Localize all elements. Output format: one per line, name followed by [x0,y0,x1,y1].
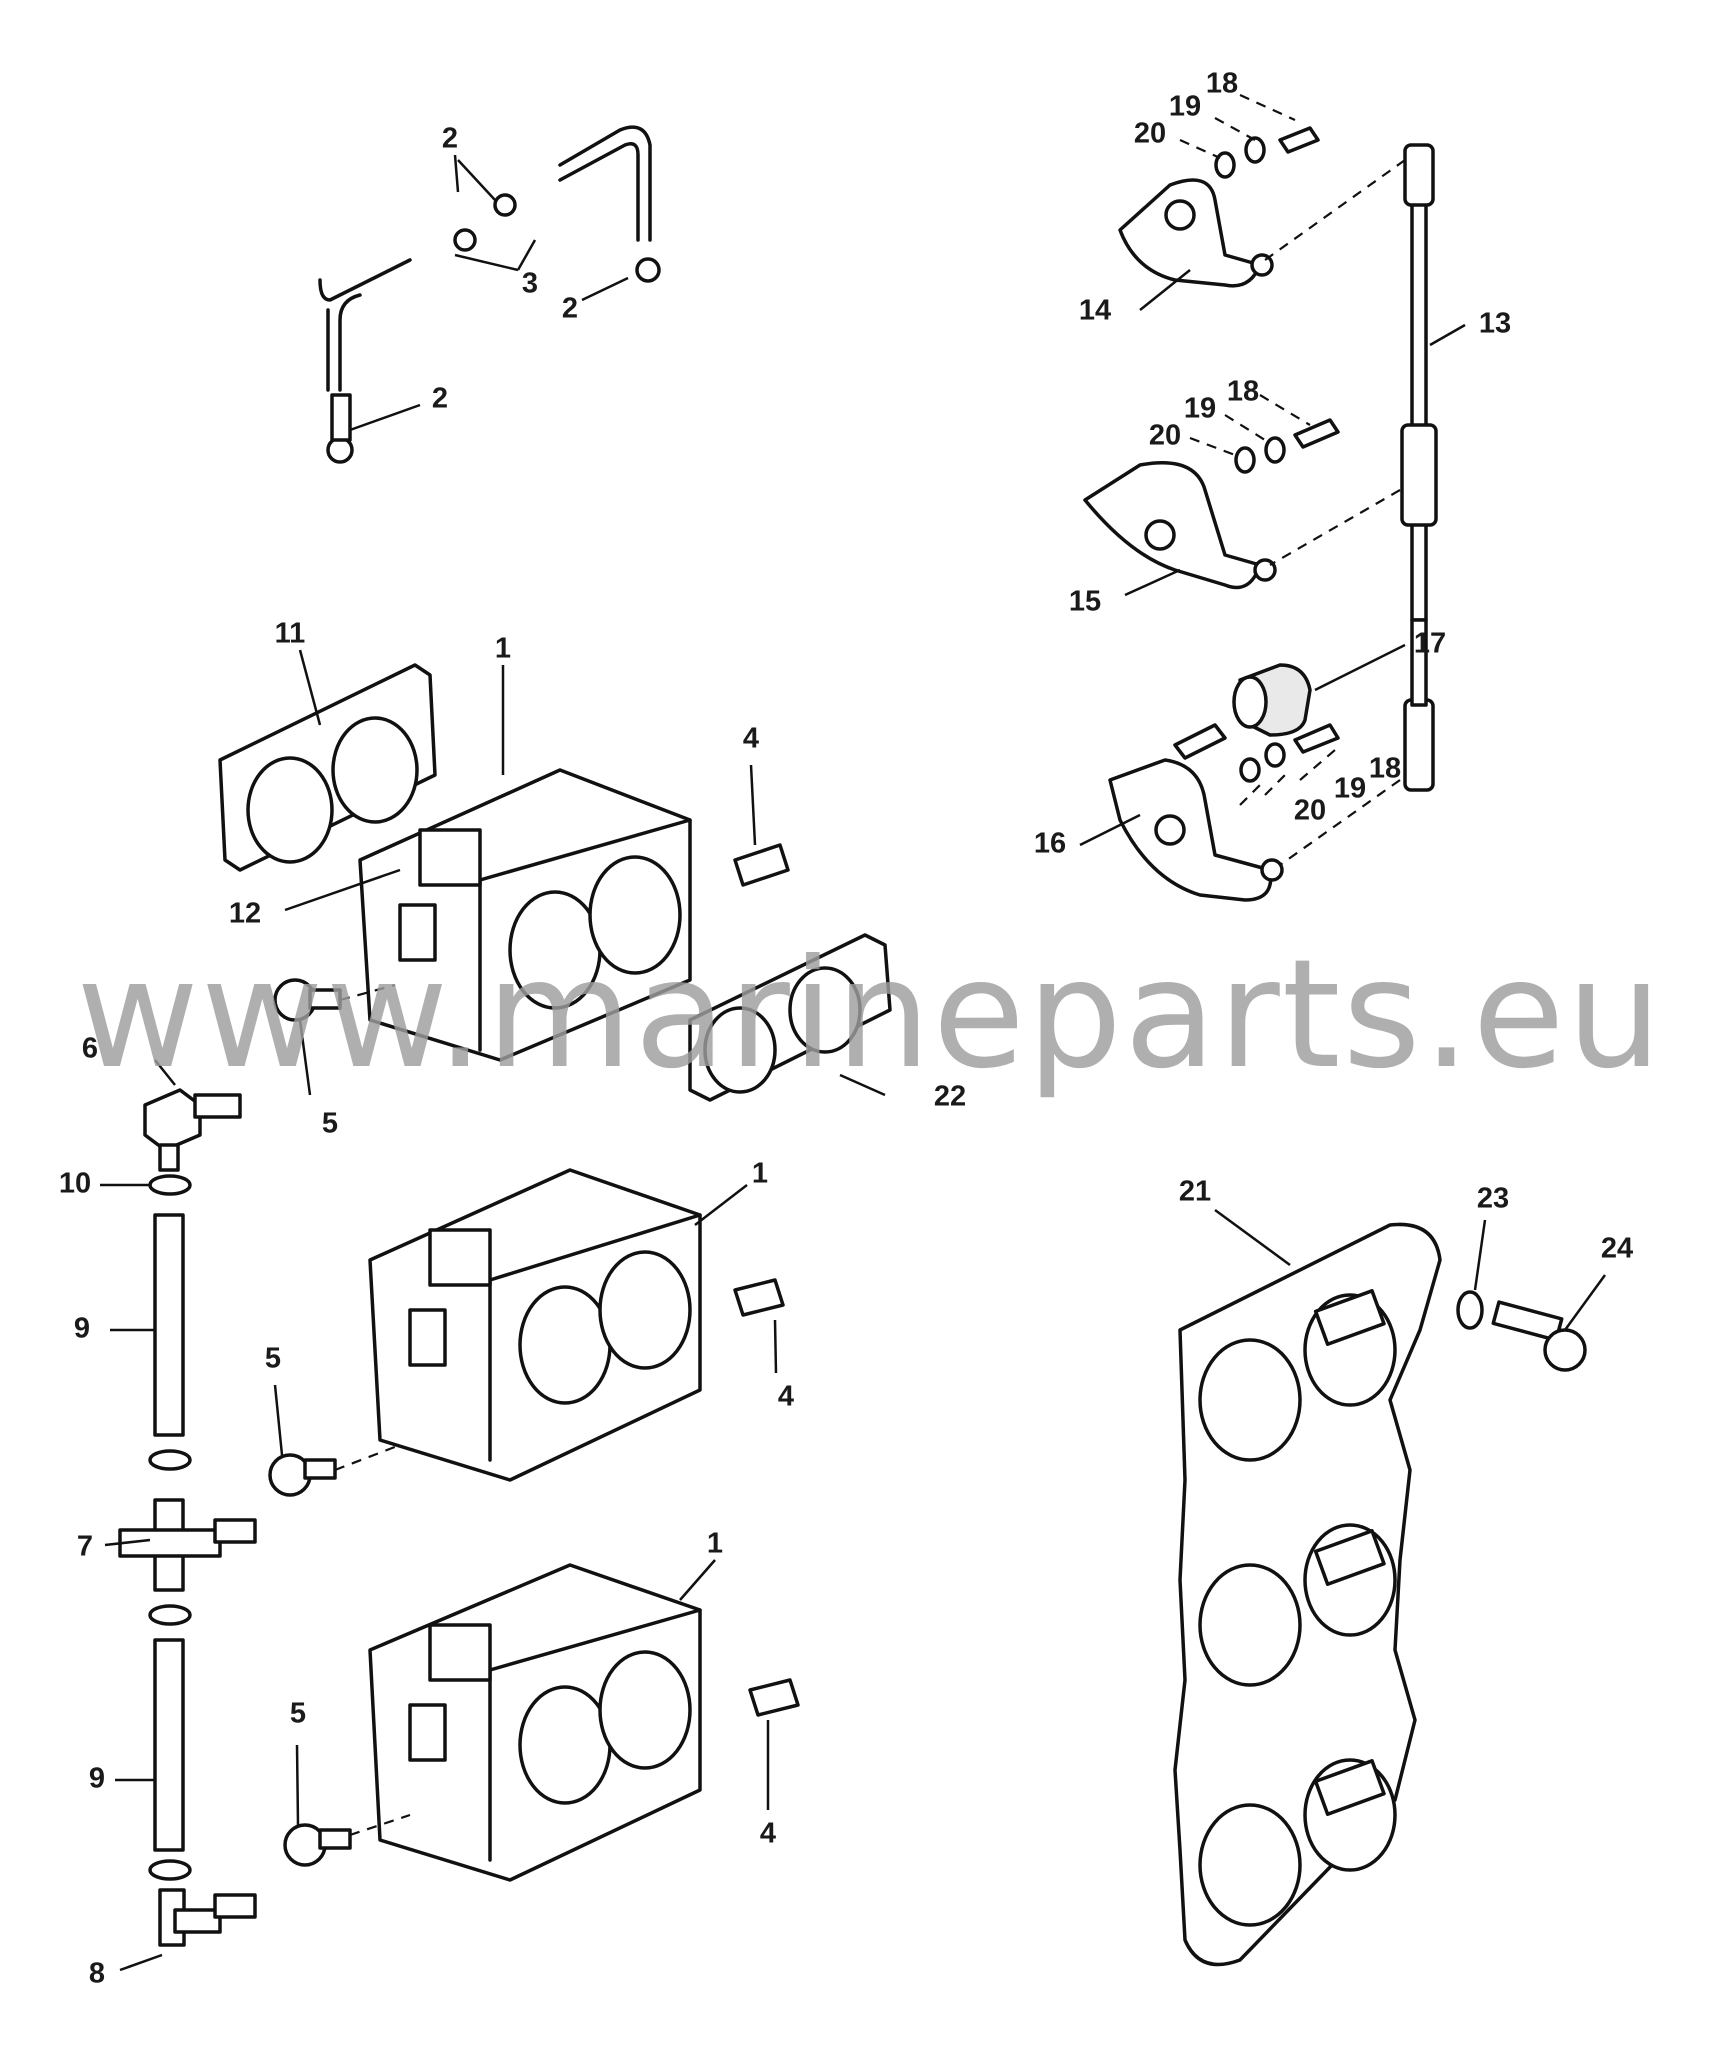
linkage-assembly [1083,126,1438,902]
fitting-5-bot [283,1823,352,1867]
elbow-fitting-8 [158,1888,257,1947]
spring-4-bot [748,1678,800,1717]
callout-9: 9 [89,1763,105,1795]
callout-4: 4 [760,1818,776,1850]
callout-labels: 1 1 1 2 2 2 3 4 4 4 5 5 5 6 7 8 9 9 10 1… [59,68,1633,1990]
clamp-10 [148,1174,192,1196]
callout-19: 19 [1169,91,1201,123]
callout-12: 12 [229,898,261,930]
callout-20: 20 [1134,118,1166,150]
callout-11: 11 [275,618,306,650]
carburetor-middle [368,1168,702,1482]
callout-4: 4 [778,1381,794,1413]
carburetor-top [358,768,692,1062]
callout-3: 3 [522,268,538,300]
lever-16 [1108,758,1273,902]
lever-14 [1118,178,1262,288]
bolt-24 [1491,1300,1587,1372]
callout-21: 21 [1179,1176,1211,1208]
spring-4-top [733,843,790,887]
callout-1: 1 [495,633,511,665]
callout-1: 1 [707,1528,723,1560]
watermark-text: www.marineparts.eu [76,928,1664,1102]
callout-1: 1 [752,1158,768,1190]
washer-23 [1456,1290,1484,1330]
callout-15: 15 [1069,586,1101,618]
callout-14: 14 [1079,295,1111,327]
callout-2: 2 [432,383,448,415]
lever-15 [1083,461,1262,590]
link-rod [1410,198,1428,622]
callout-24: 24 [1601,1233,1633,1265]
fuel-tube-9-lower [153,1638,185,1852]
leader-lines [100,93,1607,1972]
adapter-plate-21 [1173,1222,1442,1967]
callout-9: 9 [74,1313,90,1345]
elbow-fitting-6 [143,1088,242,1172]
callout-5: 5 [265,1343,281,1375]
callout-22: 22 [934,1081,966,1113]
fuel-hose-assembly [318,125,661,464]
callout-7: 7 [77,1531,93,1563]
callout-4: 4 [743,723,759,755]
callout-6: 6 [82,1033,98,1065]
callout-13: 13 [1479,308,1511,340]
callout-2: 2 [442,123,458,155]
fuel-tube-9-upper [153,1213,185,1437]
callout-8: 8 [89,1958,105,1990]
callout-5: 5 [322,1108,338,1140]
callout-18: 18 [1369,753,1401,785]
callout-10: 10 [59,1168,91,1200]
callout-18: 18 [1206,68,1238,100]
callout-18: 18 [1227,376,1259,408]
callout-19: 19 [1334,773,1366,805]
carburetor-bottom [368,1563,702,1882]
callout-20: 20 [1149,420,1181,452]
callout-5: 5 [290,1698,306,1730]
callout-23: 23 [1477,1183,1509,1215]
spring-4-mid [733,1278,785,1317]
callout-16: 16 [1034,828,1066,860]
fitting-5-mid [268,1453,337,1497]
tee-fitting-7 [118,1498,257,1592]
callout-19: 19 [1184,393,1216,425]
callout-17: 17 [1414,628,1446,660]
callout-20: 20 [1294,795,1326,827]
callout-2: 2 [562,293,578,325]
